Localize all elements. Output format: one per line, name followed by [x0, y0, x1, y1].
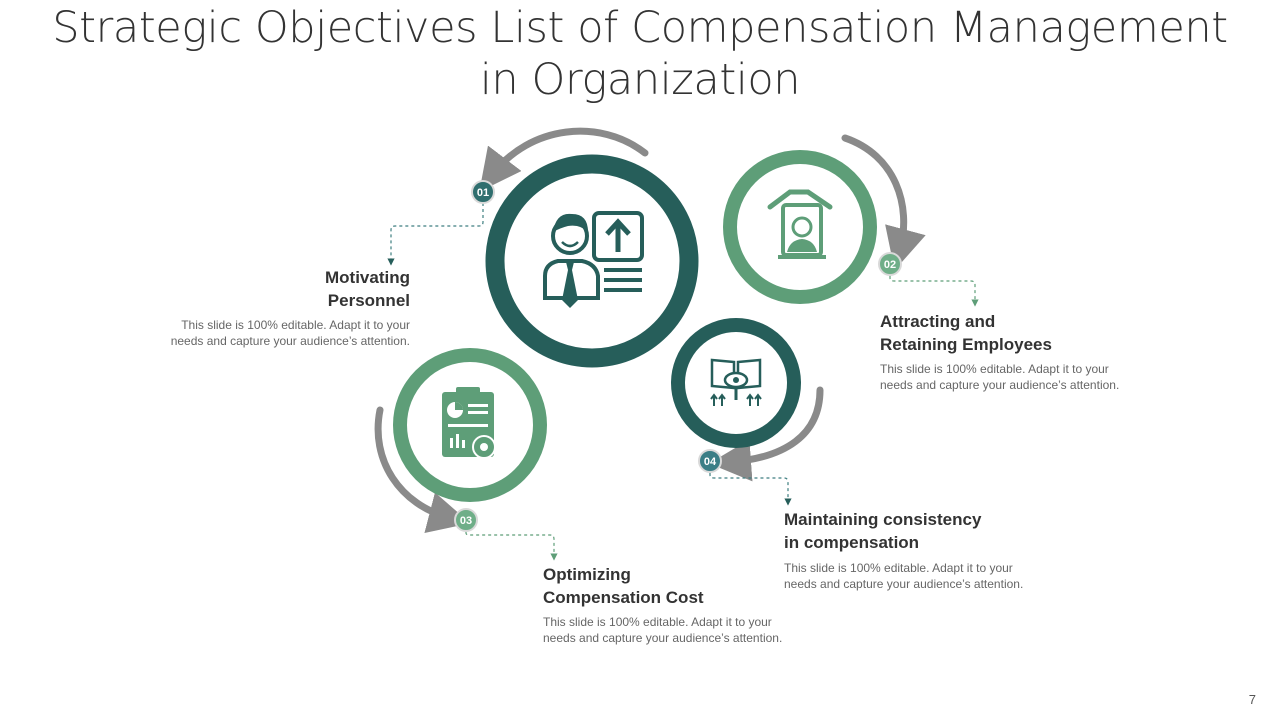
item-03-description: This slide is 100% editable. Adapt it to…: [543, 614, 843, 646]
item-01-heading-line2: Personnel: [327, 291, 410, 310]
item-02-description: This slide is 100% editable. Adapt it to…: [880, 361, 1180, 393]
connector-02: [889, 276, 979, 307]
badge-04: 04: [698, 449, 722, 473]
item-01-desc-line2: needs and capture your audience’s attent…: [170, 334, 410, 348]
item-02-heading: Attracting and Retaining Employees: [880, 310, 1180, 356]
item-01-heading: Motivating Personnel: [230, 266, 410, 312]
slide-title-line2: in Organization: [479, 55, 801, 105]
page-number: 7: [1248, 692, 1256, 707]
item-02-desc-line2: needs and capture your audience’s attent…: [880, 378, 1120, 392]
curved-arrow-02: [841, 134, 926, 271]
badge-04-number: 04: [704, 456, 717, 468]
connector-04: [709, 473, 792, 506]
item-03-heading-line1: Optimizing: [543, 565, 631, 584]
curved-arrow-01: [479, 127, 649, 192]
item-04-heading: Maintaining consistency in compensation: [784, 508, 1104, 554]
circle-02: [723, 150, 877, 304]
item-04-desc-line1: This slide is 100% editable. Adapt it to…: [784, 561, 1013, 575]
connector-03: [465, 532, 558, 561]
item-02-heading-line1: Attracting and: [880, 312, 996, 331]
item-04-description: This slide is 100% editable. Adapt it to…: [784, 560, 1084, 592]
item-03-heading: Optimizing Compensation Cost: [543, 563, 843, 609]
curved-arrow-03: [374, 406, 471, 534]
insight-book-icon: [710, 358, 762, 406]
slide-title: Strategic Objectives List of Compensatio…: [0, 2, 1280, 106]
badge-01-number: 01: [477, 187, 489, 199]
employee-retention-icon: [767, 189, 833, 259]
item-02-heading-line2: Retaining Employees: [880, 335, 1052, 354]
badge-03-number: 03: [460, 515, 472, 527]
item-03-heading-line2: Compensation Cost: [543, 588, 704, 607]
badge-03: 03: [454, 508, 478, 532]
badge-02-number: 02: [884, 259, 896, 271]
slide-title-line1: Strategic Objectives List of Compensatio…: [52, 3, 1228, 53]
item-04-desc-line2: needs and capture your audience’s attent…: [784, 577, 1024, 591]
item-01-description: This slide is 100% editable. Adapt it to…: [110, 317, 410, 349]
item-01-desc-line1: This slide is 100% editable. Adapt it to…: [181, 318, 410, 332]
item-04-heading-line2: in compensation: [784, 533, 920, 552]
item-03-desc-line2: needs and capture your audience’s attent…: [543, 631, 783, 645]
curved-arrow-04: [709, 386, 824, 482]
item-03-desc-line1: This slide is 100% editable. Adapt it to…: [543, 615, 772, 629]
item-04-heading-line1: Maintaining consistency: [784, 510, 982, 529]
circle-01: [485, 154, 699, 368]
employee-promotion-icon: [543, 211, 644, 308]
badge-02: 02: [878, 252, 902, 276]
badge-01: 01: [471, 180, 495, 204]
item-02-desc-line1: This slide is 100% editable. Adapt it to…: [880, 362, 1109, 376]
connector-01: [387, 203, 484, 266]
cost-report-icon: [442, 387, 496, 459]
item-01-heading-line1: Motivating: [325, 268, 410, 287]
